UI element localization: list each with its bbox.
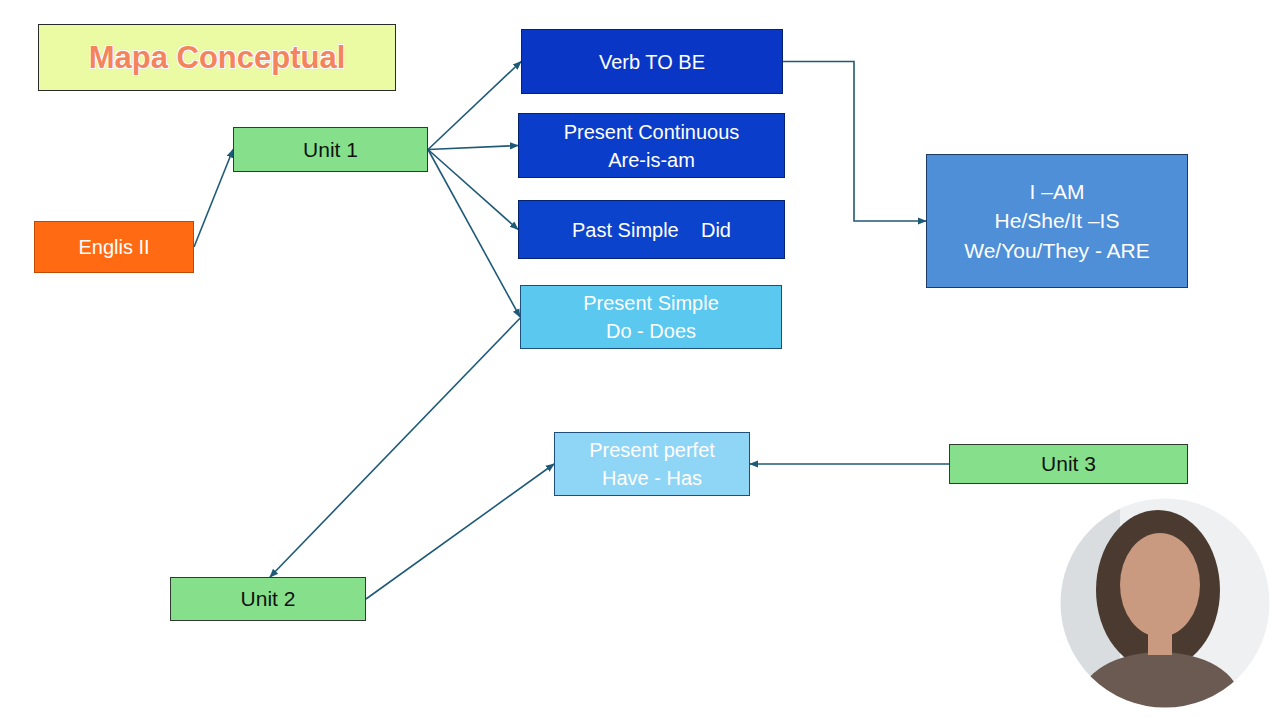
node-text: He/She/It –IS: [995, 206, 1120, 235]
arrow-connector: [428, 62, 521, 150]
node-text: Past Simple Did: [572, 216, 731, 244]
title-box: Mapa Conceptual: [38, 24, 396, 91]
node-text: Do - Does: [606, 317, 696, 345]
arrow-connector: [750, 463, 949, 465]
arrow-connector: [270, 318, 520, 577]
title-text: Mapa Conceptual: [89, 40, 346, 76]
topic-box: Present ContinuousAre-is-am: [518, 113, 785, 178]
topic-box: Past Simple Did: [518, 200, 785, 259]
topic-box: Verb TO BE: [521, 29, 783, 94]
node-text: Englis II: [78, 233, 149, 261]
arrow-connector: [366, 464, 554, 599]
node-text: Unit 1: [303, 135, 358, 164]
topic-box: Present perfetHave - Has: [554, 432, 750, 496]
arrow-connector: [428, 146, 518, 150]
pronoun-box: I –AMHe/She/It –ISWe/You/They - ARE: [926, 154, 1188, 288]
node-text: Are-is-am: [608, 146, 695, 174]
unit-box: Unit 1: [233, 127, 428, 172]
arrow-connector: [194, 150, 233, 248]
node-text: Unit 3: [1041, 449, 1096, 478]
course-box: Englis II: [34, 221, 194, 273]
node-text: Present Continuous: [564, 118, 740, 146]
arrow-connector: [783, 62, 926, 222]
unit-box: Unit 3: [949, 444, 1188, 484]
arrow-connector: [428, 150, 518, 230]
unit-box: Unit 2: [170, 577, 366, 621]
webcam-frame: [1059, 497, 1271, 709]
arrow-connector: [428, 150, 520, 318]
node-text: Unit 2: [241, 584, 296, 613]
node-text: Have - Has: [602, 464, 702, 492]
node-text: Present Simple: [583, 289, 719, 317]
node-text: Present perfet: [589, 436, 715, 464]
topic-box: Present SimpleDo - Does: [520, 285, 782, 349]
node-text: I –AM: [1030, 177, 1085, 206]
node-text: We/You/They - ARE: [964, 236, 1150, 265]
node-text: Verb TO BE: [599, 48, 705, 76]
presenter-photo: [1055, 495, 1275, 720]
